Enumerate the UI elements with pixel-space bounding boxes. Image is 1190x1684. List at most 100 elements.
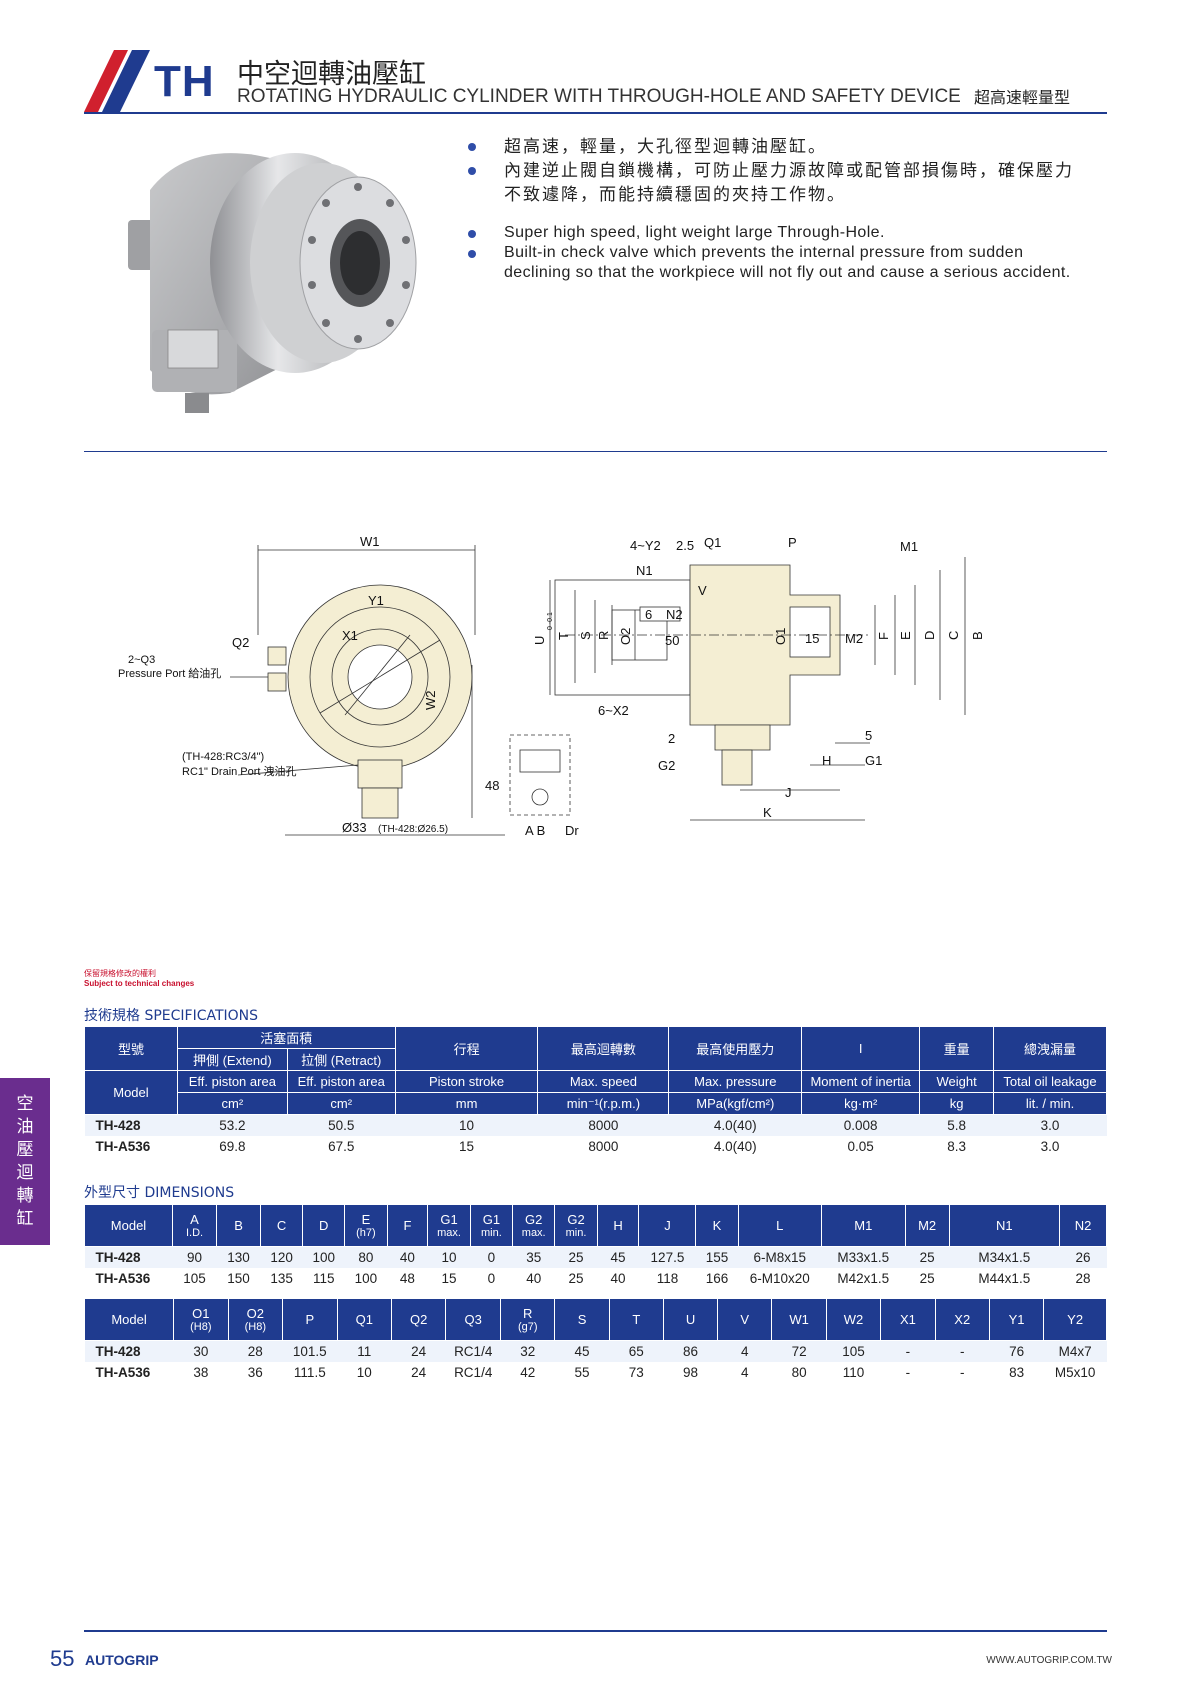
label-pressure-port: Pressure Port 給油孔 bbox=[118, 666, 221, 680]
table-cell: 73 bbox=[609, 1361, 664, 1383]
dims-header-main: P bbox=[305, 1312, 315, 1327]
label-o1: O1 bbox=[773, 628, 788, 645]
table-cell: 72 bbox=[771, 1340, 827, 1362]
table-cell: 98 bbox=[663, 1361, 718, 1383]
dims-header-cell: M2 bbox=[904, 1204, 950, 1247]
dims-header-main: B bbox=[234, 1218, 243, 1233]
spec-header-leak-en: Total oil leakage bbox=[993, 1070, 1107, 1093]
label-g1: G1 bbox=[865, 753, 882, 768]
table-cell: 24 bbox=[391, 1361, 446, 1383]
dims-header-main: K bbox=[712, 1218, 722, 1233]
table-cell: 0.008 bbox=[801, 1114, 920, 1136]
label-e: E bbox=[898, 631, 913, 640]
table-cell: 4 bbox=[717, 1340, 772, 1362]
spec-header-area-zh: 活塞面積 bbox=[176, 1026, 396, 1049]
label-drain-note: (TH-428:RC3/4") bbox=[182, 751, 264, 763]
table-cell: TH-A536 bbox=[84, 1361, 174, 1383]
label-n2: N2 bbox=[666, 607, 683, 622]
dims-header-main: S bbox=[577, 1312, 587, 1327]
dims-header-cell: S bbox=[554, 1298, 610, 1341]
table-cell: 100 bbox=[344, 1267, 388, 1289]
spec-unit-speed: min⁻¹(r.p.m.) bbox=[537, 1092, 670, 1115]
feature-list: 超高速，輕量，大孔徑型迴轉油壓缸。 內建逆止閥自鎖機構，可防止壓力源故障或配管部… bbox=[468, 135, 1078, 283]
dims-header-main: A bbox=[190, 1212, 199, 1227]
note-zh: 保留規格修改的權利 bbox=[84, 969, 156, 978]
dims-header-cell: Y2 bbox=[1043, 1298, 1107, 1341]
spec-header-pressure-zh: 最高使用壓力 bbox=[668, 1026, 803, 1071]
side-tab-char: 壓 bbox=[16, 1139, 34, 1160]
table-cell: 111.5 bbox=[282, 1361, 338, 1383]
side-tab-char: 空 bbox=[16, 1093, 34, 1114]
table-cell: 10 bbox=[395, 1114, 538, 1136]
category-label: 超高速輕量型 bbox=[973, 88, 1070, 107]
table-cell: 28 bbox=[228, 1340, 283, 1362]
table-cell: TH-428 bbox=[84, 1114, 178, 1136]
dims-header-main: Y2 bbox=[1067, 1312, 1084, 1327]
table-cell: M5x10 bbox=[1043, 1361, 1107, 1383]
dims-header-cell: Q2 bbox=[390, 1298, 447, 1341]
spec-header-model-en: Model bbox=[84, 1070, 178, 1115]
table-cell: 10 bbox=[427, 1246, 471, 1268]
spec-unit-extend: cm² bbox=[176, 1092, 288, 1115]
spec-header-retract-zh: 拉側 (Retract) bbox=[286, 1048, 396, 1071]
spec-header-extend-en: Eff. piston area bbox=[176, 1070, 288, 1093]
table-cell: M33x1.5 bbox=[821, 1246, 906, 1268]
section-side-tab: 空油壓迴轉缸 bbox=[0, 1078, 50, 1245]
label-g2: G2 bbox=[658, 758, 675, 773]
table-cell: - bbox=[880, 1361, 936, 1383]
table-cell: 36 bbox=[228, 1361, 283, 1383]
table-cell: TH-A536 bbox=[84, 1267, 173, 1289]
table-cell: 4.0(40) bbox=[668, 1135, 802, 1157]
spec-header-stroke-zh: 行程 bbox=[394, 1026, 539, 1071]
table-cell: - bbox=[935, 1340, 990, 1362]
page-title-zh: 中空迴轉油壓缸 bbox=[237, 59, 426, 90]
dims-header-cell: Q3 bbox=[445, 1298, 502, 1341]
dims-header-main: D bbox=[319, 1218, 329, 1233]
dims-header-main: F bbox=[403, 1218, 412, 1233]
label-u-tol: 0 -0.1 bbox=[547, 612, 554, 630]
dims-header-main: H bbox=[613, 1218, 623, 1233]
dims-header-cell: O2(H8) bbox=[227, 1298, 284, 1341]
dims-header-cell: P bbox=[282, 1298, 338, 1341]
table-cell: 86 bbox=[663, 1340, 718, 1362]
table-cell: 105 bbox=[826, 1340, 881, 1362]
table-cell: 3.0 bbox=[993, 1135, 1107, 1157]
dims-header-cell: U bbox=[662, 1298, 719, 1341]
label-6: 6 bbox=[645, 607, 652, 622]
header-rule bbox=[84, 112, 1107, 114]
label-c: C bbox=[946, 631, 961, 640]
dims-header-main: G2 bbox=[525, 1212, 543, 1227]
feature-list-en: Super high speed, light weight large Thr… bbox=[468, 223, 1078, 283]
table-cell: 6-M8x15 bbox=[738, 1246, 822, 1268]
dims-header-main: M1 bbox=[854, 1218, 873, 1233]
label-u: U bbox=[532, 636, 547, 645]
dims-header-main: L bbox=[776, 1218, 784, 1233]
dims-title: 外型尺寸 DIMENSIONS bbox=[84, 1185, 235, 1201]
dims-header-main: Q2 bbox=[410, 1312, 428, 1327]
label-w1: W1 bbox=[360, 535, 380, 549]
dims-header-main: O1 bbox=[192, 1306, 210, 1321]
spec-unit-weight: kg bbox=[919, 1092, 995, 1115]
label-2-5: 2.5 bbox=[676, 538, 694, 553]
dims-header-main: V bbox=[740, 1312, 750, 1327]
label-k: K bbox=[763, 805, 772, 820]
table-cell: 8000 bbox=[537, 1114, 669, 1136]
table-cell: 50.5 bbox=[287, 1114, 396, 1136]
table-cell: 40 bbox=[512, 1267, 555, 1289]
dims-header-cell: Model bbox=[84, 1204, 173, 1247]
table-cell: TH-428 bbox=[84, 1246, 173, 1268]
label-dia-33: Ø33 bbox=[342, 820, 367, 835]
spec-unit-stroke: mm bbox=[394, 1092, 539, 1115]
dims-header-sub: (H8) bbox=[244, 1321, 266, 1333]
table-cell: 42 bbox=[500, 1361, 555, 1383]
label-j: J bbox=[785, 785, 792, 800]
dims-header-cell: F bbox=[386, 1204, 429, 1247]
label-dia-note: (TH-428:Ø26.5) bbox=[378, 824, 448, 835]
table-cell: 32 bbox=[500, 1340, 555, 1362]
dims-header-sub: I.D. bbox=[185, 1227, 204, 1239]
table-cell: 135 bbox=[260, 1267, 303, 1289]
